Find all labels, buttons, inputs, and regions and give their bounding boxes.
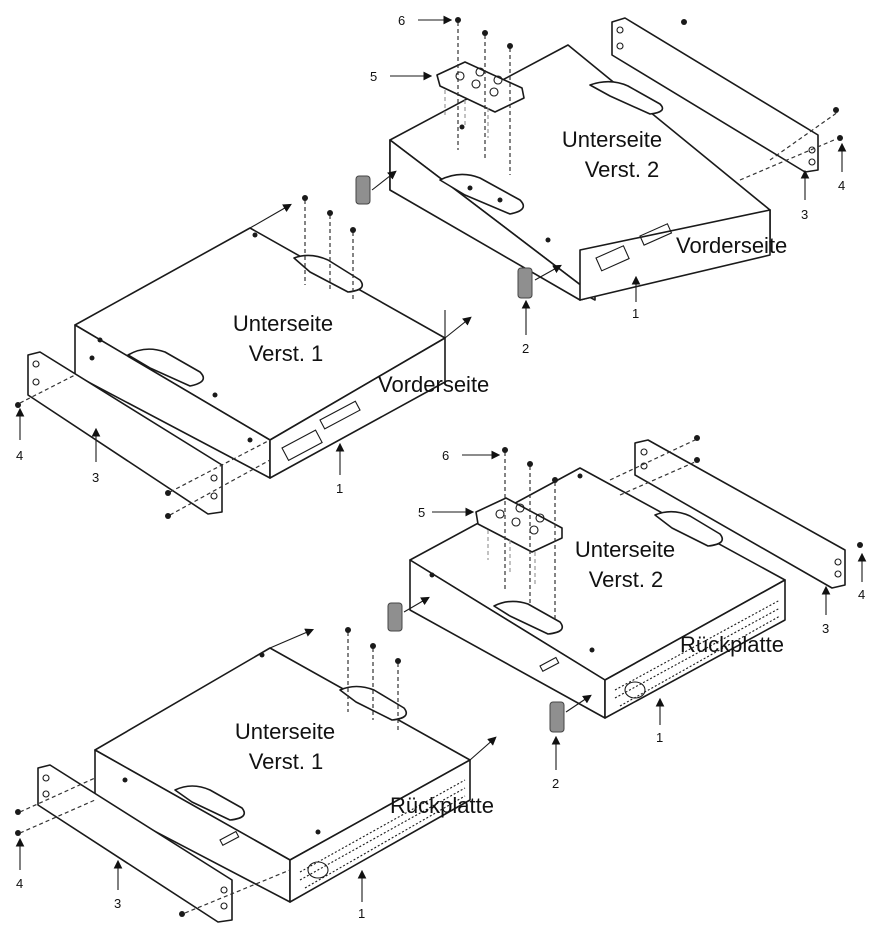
label-bottom-right-line2: Verst. 2	[589, 567, 664, 592]
callout-4-bottom-left: 4	[16, 876, 23, 891]
label-bottom-left-line2: Verst. 1	[249, 749, 324, 774]
label-top-right-line1: Unterseite	[562, 127, 662, 152]
callout-3-top-right: 3	[801, 207, 808, 222]
callout-arrows	[15, 15, 867, 902]
callout-4-top-right: 4	[838, 178, 845, 193]
callout-3-bottom-right: 3	[822, 621, 829, 636]
unit-bottom-left	[15, 627, 497, 923]
callout-numbers: 6 5 3 4 2 1 4 3 1 6 5 3 4 2 1 4 3 1	[16, 13, 865, 921]
label-bottom-left-line1: Unterseite	[235, 719, 335, 744]
label-top-right-side: Vorderseite	[676, 233, 787, 258]
unit-top-left	[15, 195, 472, 519]
label-bottom-left-side: Rückplatte	[390, 793, 494, 818]
callout-1-bottom-left: 1	[358, 906, 365, 921]
label-top-left-side: Vorderseite	[378, 372, 489, 397]
callout-5-bottom: 5	[418, 505, 425, 520]
label-bottom-right-line1: Unterseite	[575, 537, 675, 562]
label-top-left-line1: Unterseite	[233, 311, 333, 336]
callout-4-bottom-right: 4	[858, 587, 865, 602]
callout-1-bottom-right: 1	[656, 730, 663, 745]
callout-6-top: 6	[398, 13, 405, 28]
unit-bottom-right	[387, 435, 863, 733]
callout-5-top: 5	[370, 69, 377, 84]
callout-1-top-left: 1	[336, 481, 343, 496]
unit-top-right	[355, 17, 843, 301]
unit-labels: Unterseite Verst. 2 Vorderseite Untersei…	[233, 127, 787, 818]
callout-4-top-left: 4	[16, 448, 23, 463]
callout-3-bottom-left: 3	[114, 896, 121, 911]
callout-3-top-left: 3	[92, 470, 99, 485]
callout-2-bottom: 2	[552, 776, 559, 791]
label-bottom-right-side: Rückplatte	[680, 632, 784, 657]
label-top-left-line2: Verst. 1	[249, 341, 324, 366]
label-top-right-line2: Verst. 2	[585, 157, 660, 182]
callout-2-top: 2	[522, 341, 529, 356]
callout-1-top-right: 1	[632, 306, 639, 321]
callout-6-bottom: 6	[442, 448, 449, 463]
